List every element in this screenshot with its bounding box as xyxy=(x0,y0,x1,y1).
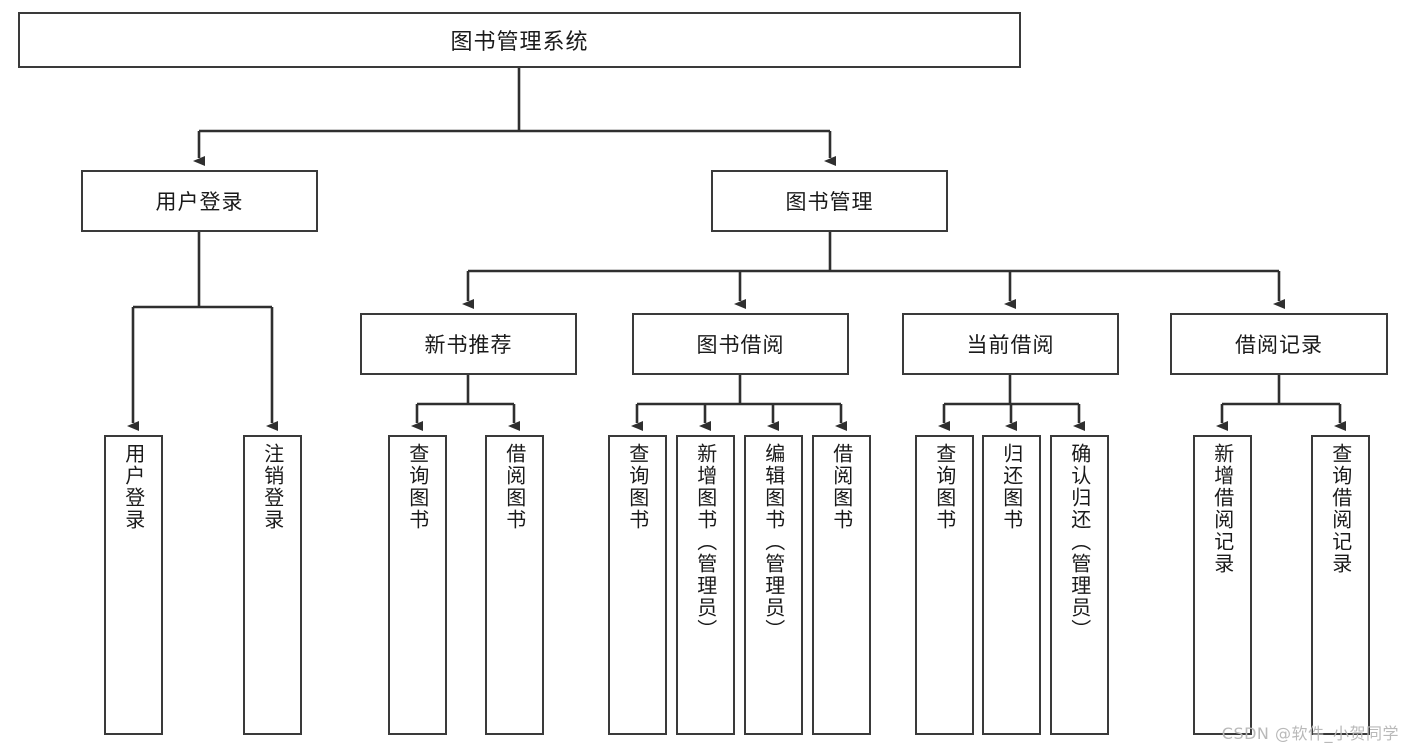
node-label: 当前借阅 xyxy=(966,333,1055,357)
leaf-label: 查询图书 xyxy=(405,443,430,531)
leaf-label: 借阅图书 xyxy=(829,443,854,531)
leaf-label: 用户登录 xyxy=(121,443,146,531)
leaf-edit-book-admin[interactable]: 编辑图书（管理员） xyxy=(744,435,803,735)
leaf-label: 新增借阅记录 xyxy=(1210,443,1235,575)
leaf-label: 确认归还（管理员） xyxy=(1067,443,1092,641)
leaf-label: 编辑图书（管理员） xyxy=(761,443,786,641)
node-label: 图书管理系统 xyxy=(450,30,589,55)
leaf-label: 查询借阅记录 xyxy=(1328,443,1353,575)
leaf-add-borrow-record[interactable]: 新增借阅记录 xyxy=(1193,435,1252,735)
leaf-add-book-admin[interactable]: 新增图书（管理员） xyxy=(676,435,735,735)
leaf-borrow-book[interactable]: 借阅图书 xyxy=(812,435,871,735)
leaf-query-book-borrow[interactable]: 查询图书 xyxy=(608,435,667,735)
node-label: 图书借阅 xyxy=(696,333,785,357)
leaf-user-login[interactable]: 用户登录 xyxy=(104,435,163,735)
leaf-label: 注销登录 xyxy=(260,443,285,531)
node-borrow-record[interactable]: 借阅记录 xyxy=(1170,313,1388,375)
leaf-label: 借阅图书 xyxy=(502,443,527,531)
leaf-query-book-recommend[interactable]: 查询图书 xyxy=(388,435,447,735)
leaf-label: 查询图书 xyxy=(932,443,957,531)
node-label: 新书推荐 xyxy=(424,333,513,357)
leaf-label: 归还图书 xyxy=(999,443,1024,531)
node-label: 图书管理 xyxy=(785,190,874,214)
node-label: 用户登录 xyxy=(155,190,244,214)
leaf-label: 查询图书 xyxy=(625,443,650,531)
node-current-borrow[interactable]: 当前借阅 xyxy=(902,313,1119,375)
leaf-confirm-return-admin[interactable]: 确认归还（管理员） xyxy=(1050,435,1109,735)
leaf-logout[interactable]: 注销登录 xyxy=(243,435,302,735)
node-book-management[interactable]: 图书管理 xyxy=(711,170,948,232)
node-label: 借阅记录 xyxy=(1235,333,1323,357)
leaf-label: 新增图书（管理员） xyxy=(693,443,718,641)
node-user-login[interactable]: 用户登录 xyxy=(81,170,318,232)
leaf-query-borrow-record[interactable]: 查询借阅记录 xyxy=(1311,435,1370,735)
leaf-return-book[interactable]: 归还图书 xyxy=(982,435,1041,735)
node-new-book-recommend[interactable]: 新书推荐 xyxy=(360,313,577,375)
watermark: CSDN @软件_小贺同学 xyxy=(1221,724,1399,743)
node-root-book-management-system[interactable]: 图书管理系统 xyxy=(18,12,1021,68)
leaf-borrow-book-recommend[interactable]: 借阅图书 xyxy=(485,435,544,735)
leaf-query-book-current[interactable]: 查询图书 xyxy=(915,435,974,735)
node-book-borrow[interactable]: 图书借阅 xyxy=(632,313,849,375)
